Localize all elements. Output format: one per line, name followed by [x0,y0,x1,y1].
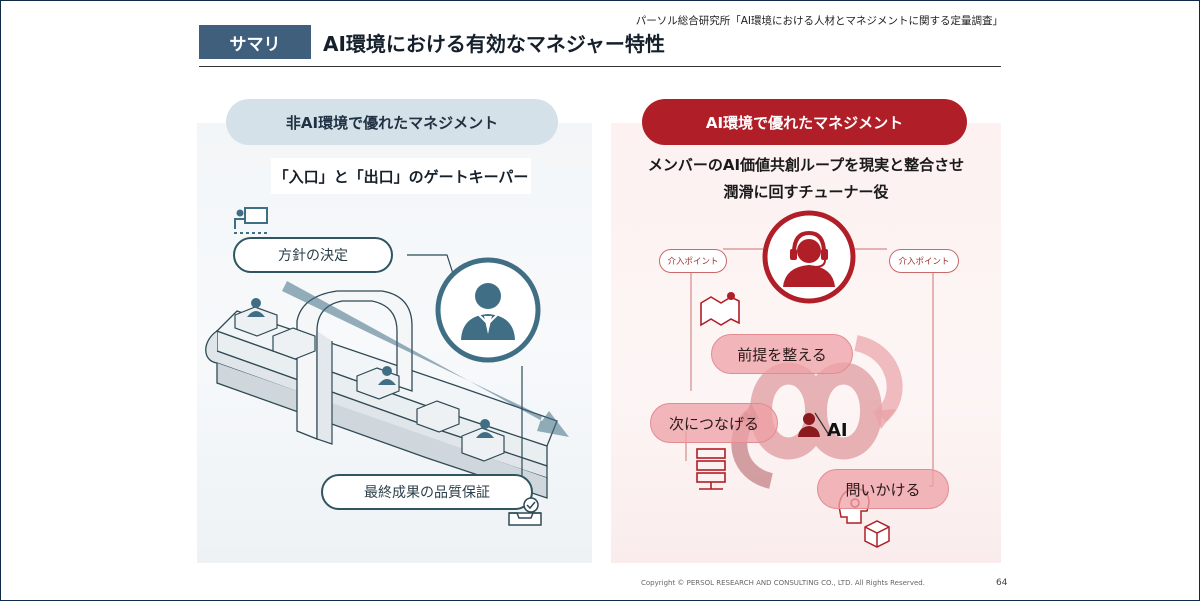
right-subtitle-line2: 潤滑に回すチューナー役 [723,183,889,201]
flow-arrow [282,281,569,437]
source-note: パーソル総合研究所「AI環境における人材とマネジメントに関する定量調査」 [635,15,1003,27]
step-set-premises: 前提を整える [711,334,853,374]
person-icon [798,412,830,437]
conveyor-illustration [205,207,569,499]
ai-label: AI [827,420,848,441]
intervention-point-left: 介入ポイント [659,249,727,273]
map-pin-icon [700,292,740,327]
policy-decision-label: 方針の決定 [233,237,393,273]
page-number: 64 [996,578,1008,588]
server-icon [696,448,726,490]
headset-operator-icon [762,210,856,304]
gate-frame [296,290,413,445]
slide-title: AI環境における有効なマネジャー特性 [323,32,665,56]
box-icon [864,520,890,548]
copyright: Copyright © PERSOL RESEARCH AND CONSULTI… [641,579,925,587]
presentation-icon [234,207,268,234]
right-header-pill: AI環境で優れたマネジメント [642,99,967,145]
step-connect-next: 次につなげる [650,403,778,443]
summary-tag: サマリ [199,25,311,59]
inbox-check-icon [508,497,542,526]
step-ask-questions: 問いかける [817,469,949,509]
businessman-icon [435,257,541,363]
intervention-point-right: 介入ポイント [889,249,959,273]
right-subtitle-line1: メンバーのAI価値共創ループを現実と整合させ [647,156,965,174]
left-subtitle: 「入口」と「出口」のゲートキーパー [271,158,531,194]
title-divider [199,66,1001,67]
worker-icons [247,298,494,438]
quality-assurance-label: 最終成果の品質保証 [321,474,533,510]
left-header-pill: 非AI環境で優れたマネジメント [226,99,558,145]
